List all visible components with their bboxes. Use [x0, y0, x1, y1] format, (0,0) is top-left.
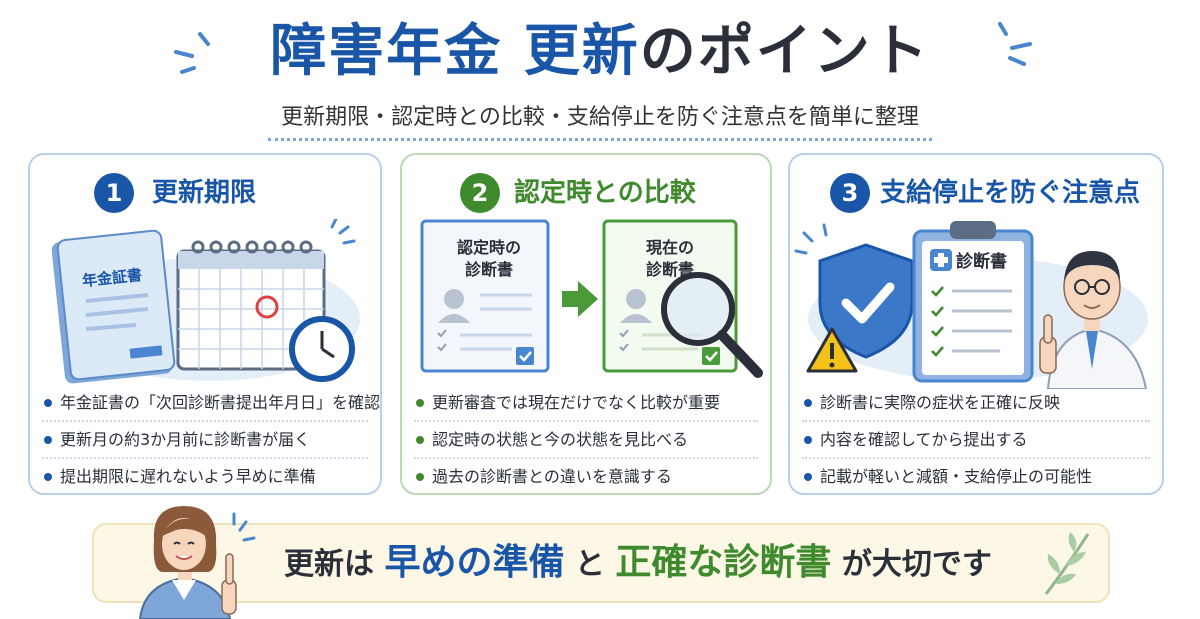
bullet-list: 年金証書の「次回診断書提出年月日」を確認 更新月の約3か月前に診断書が届く 提出…: [42, 385, 380, 493]
banner-text: 更新は 早めの準備 と 正確な診断書 が大切です: [284, 542, 992, 583]
shield-check-icon: [818, 243, 914, 359]
list-item: 過去の診断書との違いを意識する: [414, 459, 758, 493]
checkbox-icon: [702, 347, 720, 365]
medical-cross-icon: [930, 249, 952, 271]
list-item: 更新月の約3か月前に診断書が届く: [42, 422, 368, 459]
list-item: 記載が軽いと減額・支給停止の可能性: [802, 459, 1150, 493]
bullet-list: 更新審査では現在だけでなく比較が重要 認定時の状態と今の状態を見比べる 過去の診…: [414, 385, 758, 493]
panel-number: 3: [830, 173, 870, 213]
illustration: 診断書: [790, 219, 1162, 390]
clock-icon: [289, 316, 355, 382]
woman-pointing-icon: [138, 506, 256, 619]
sparkle-icon: [174, 32, 210, 74]
title-part3: のポイント: [639, 19, 930, 84]
calendar-illustration: [51, 217, 360, 384]
booklet-icon: [51, 229, 176, 384]
clipboard-icon: [912, 221, 1034, 383]
summary-banner: 更新は 早めの準備 と 正確な診断書 が大切です: [92, 523, 1110, 603]
list-item: 診断書に実際の症状を正確に反映: [802, 385, 1150, 422]
list-item: 内容を確認してから提出する: [802, 422, 1150, 459]
page-title: 障害年金 更新のポイント: [0, 14, 1200, 90]
divider: [268, 138, 932, 141]
warning-icon: [806, 327, 858, 373]
doctor-icon: [1039, 251, 1148, 390]
panel-renewal-deadline: 1 更新期限: [28, 153, 382, 495]
bullet-list: 診断書に実際の症状を正確に反映 内容を確認してから提出する 記載が軽いと減額・支…: [802, 385, 1150, 493]
checkbox-icon: [516, 347, 534, 365]
panel-title: 支給停止を防ぐ注意点: [880, 178, 1141, 208]
subtitle: 更新期限・認定時との比較・支給停止を防ぐ注意点を簡単に整理: [281, 105, 919, 130]
panel-number: 1: [94, 173, 134, 213]
magnifier-icon: [661, 272, 763, 378]
panel-suspension-prevention: 3 支給停止を防ぐ注意点: [788, 153, 1164, 495]
panel-comparison: 2 認定時との比較: [400, 153, 772, 495]
title-part1: 障害年金: [270, 19, 503, 84]
list-item: 年金証書の「次回診断書提出年月日」を確認: [42, 385, 380, 422]
list-item: 認定時の状態と今の状態を見比べる: [414, 422, 758, 459]
illustration: 年金証書: [30, 217, 380, 389]
panel-title: 認定時との比較: [514, 178, 696, 208]
list-item: 更新審査では現在だけでなく比較が重要: [414, 385, 758, 422]
arrow-right-icon: [562, 281, 598, 317]
clipboard-label: 診断書: [956, 252, 1007, 272]
title-part2: 更新: [523, 19, 640, 84]
doc-current-label: 認定時の診断書: [456, 238, 521, 279]
illustration: 認定時の診断書 現在の診断書: [402, 219, 770, 389]
panel-title: 更新期限: [152, 178, 257, 208]
leaf-icon: [1044, 532, 1090, 595]
sparkle-icon: [998, 22, 1032, 66]
doc-present-label: 現在の診断書: [645, 238, 694, 279]
list-item: 提出期限に遅れないよう早めに準備: [42, 459, 368, 493]
panel-number: 2: [460, 173, 500, 213]
shield-clipboard-illustration: [794, 221, 1148, 390]
document-comparison-illustration: [420, 219, 763, 378]
